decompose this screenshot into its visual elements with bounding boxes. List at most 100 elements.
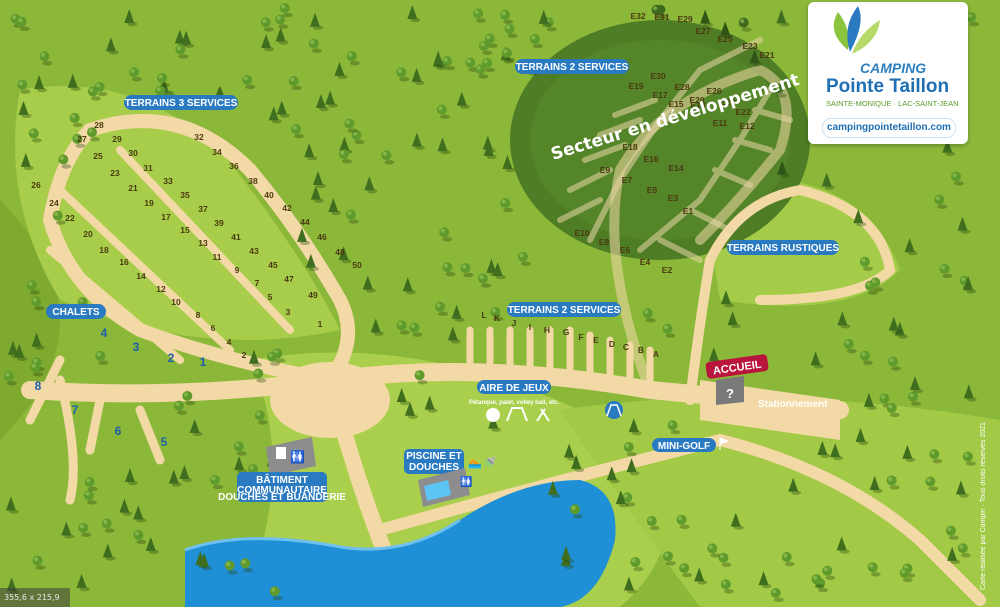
chalet-6[interactable]: 6 xyxy=(115,424,122,438)
campsite-e10[interactable]: E10 xyxy=(574,228,589,238)
campsite-e4[interactable]: E4 xyxy=(640,257,651,267)
campsite-j[interactable]: J xyxy=(512,318,517,328)
campsite-45[interactable]: 45 xyxy=(268,260,278,270)
campsite-49[interactable]: 49 xyxy=(308,290,318,300)
campsite-8[interactable]: 8 xyxy=(196,310,201,320)
zone-terrains-2-services-mid[interactable]: TERRAINS 2 SERVICES xyxy=(507,302,621,317)
campsite-e5[interactable]: E5 xyxy=(647,185,658,195)
campsite-e23[interactable]: E23 xyxy=(742,41,757,51)
campsite-9[interactable]: 9 xyxy=(235,265,240,275)
playground-marker[interactable] xyxy=(605,401,623,419)
campsite-e[interactable]: E xyxy=(593,335,599,345)
campsite-33[interactable]: 33 xyxy=(163,176,173,186)
campsite-46[interactable]: 46 xyxy=(317,232,327,242)
aire-de-jeux[interactable]: AIRE DE JEUX Pétanque, palet, volley bal… xyxy=(469,380,560,422)
campsite-30[interactable]: 30 xyxy=(128,148,138,158)
campsite-e7[interactable]: E7 xyxy=(622,175,633,185)
campsite-e2[interactable]: E2 xyxy=(662,265,673,275)
campsite-e21[interactable]: E21 xyxy=(759,50,774,60)
campsite-40[interactable]: 40 xyxy=(264,190,274,200)
campsite-e29[interactable]: E29 xyxy=(677,14,692,24)
campsite-e20[interactable]: E20 xyxy=(689,95,704,105)
chalet-2[interactable]: 2 xyxy=(168,351,175,365)
campsite-e8[interactable]: E8 xyxy=(599,237,610,247)
campsite-a[interactable]: A xyxy=(653,349,659,359)
campsite-k[interactable]: K xyxy=(494,313,501,323)
campsite-42[interactable]: 42 xyxy=(282,203,292,213)
campsite-19[interactable]: 19 xyxy=(144,198,154,208)
zone-terrains-rustiques[interactable]: TERRAINS RUSTIQUES xyxy=(727,240,840,255)
chalet-7[interactable]: 7 xyxy=(72,403,79,417)
campsite-e12[interactable]: E12 xyxy=(739,121,754,131)
campsite-e32[interactable]: E32 xyxy=(630,11,645,21)
campsite-29[interactable]: 29 xyxy=(112,134,122,144)
chalet-8[interactable]: 8 xyxy=(35,379,42,393)
campsite-e22[interactable]: E22 xyxy=(735,107,750,117)
campsite-e26[interactable]: E26 xyxy=(706,86,721,96)
zone-terrains-3-services[interactable]: TERRAINS 3 SERVICES xyxy=(124,95,238,110)
campsite-e19[interactable]: E19 xyxy=(628,81,643,91)
campsite-e3[interactable]: E3 xyxy=(668,193,679,203)
campsite-e15[interactable]: E15 xyxy=(668,99,683,109)
campsite-37[interactable]: 37 xyxy=(198,204,208,214)
campsite-e31[interactable]: E31 xyxy=(654,12,669,22)
campsite-e30[interactable]: E30 xyxy=(650,71,665,81)
campsite-44[interactable]: 44 xyxy=(300,217,310,227)
logo-card[interactable]: CAMPING Pointe Taillon SAINTE-MONIQUE · … xyxy=(808,2,968,144)
website-link[interactable]: campingpointetaillon.com xyxy=(822,118,956,138)
campsite-38[interactable]: 38 xyxy=(248,176,258,186)
campsite-i[interactable]: I xyxy=(529,322,531,332)
campsite-d[interactable]: D xyxy=(609,339,615,349)
campsite-22[interactable]: 22 xyxy=(65,213,75,223)
campsite-41[interactable]: 41 xyxy=(231,232,241,242)
campsite-7[interactable]: 7 xyxy=(255,278,260,288)
campsite-20[interactable]: 20 xyxy=(83,229,93,239)
chalet-3[interactable]: 3 xyxy=(133,340,140,354)
campsite-l[interactable]: L xyxy=(481,310,486,320)
campsite-12[interactable]: 12 xyxy=(156,284,166,294)
campsite-11[interactable]: 11 xyxy=(213,252,222,262)
campsite-21[interactable]: 21 xyxy=(128,183,138,193)
campsite-b[interactable]: B xyxy=(638,345,644,355)
campsite-39[interactable]: 39 xyxy=(214,218,224,228)
mini-golf[interactable]: MINI-GOLF xyxy=(652,437,730,452)
campsite-10[interactable]: 10 xyxy=(171,297,181,307)
campsite-e1[interactable]: E1 xyxy=(683,206,694,216)
chalet-1[interactable]: 1 xyxy=(200,355,207,369)
campsite-e28[interactable]: E28 xyxy=(674,82,689,92)
campsite-e13[interactable]: E13 xyxy=(690,100,705,110)
campsite-e18[interactable]: E18 xyxy=(622,142,637,152)
campsite-31[interactable]: 31 xyxy=(143,163,153,173)
campsite-13[interactable]: 13 xyxy=(198,238,208,248)
campsite-24[interactable]: 24 xyxy=(49,198,59,208)
campsite-27[interactable]: 27 xyxy=(77,134,87,144)
campsite-3[interactable]: 3 xyxy=(286,307,291,317)
zone-chalets[interactable]: CHALETS xyxy=(46,304,106,319)
campsite-18[interactable]: 18 xyxy=(99,245,109,255)
campsite-17[interactable]: 17 xyxy=(161,212,171,222)
campsite-e27[interactable]: E27 xyxy=(695,26,710,36)
campsite-f[interactable]: F xyxy=(578,332,583,342)
campsite-h[interactable]: H xyxy=(544,325,550,335)
campsite-43[interactable]: 43 xyxy=(249,246,259,256)
piscine-et-douches[interactable]: PISCINE ET DOUCHES 🚻 🏊 🚿 xyxy=(404,449,497,507)
campsite-50[interactable]: 50 xyxy=(352,260,362,270)
accueil[interactable]: ACCUEIL ? xyxy=(705,354,769,405)
batiment-communautaire[interactable]: 🚻 BÂTIMENT COMMUNAUTAIRE DOUCHES ET BUAN… xyxy=(218,437,346,503)
campsite-35[interactable]: 35 xyxy=(180,190,190,200)
zone-terrains-2-services-top[interactable]: TERRAINS 2 SERVICES xyxy=(515,59,629,74)
campsite-28[interactable]: 28 xyxy=(94,120,104,130)
campsite-15[interactable]: 15 xyxy=(180,225,190,235)
campsite-4[interactable]: 4 xyxy=(227,337,232,347)
campsite-e24[interactable]: E24 xyxy=(720,97,735,107)
campsite-48[interactable]: 48 xyxy=(335,247,345,257)
campsite-6[interactable]: 6 xyxy=(211,323,216,333)
chalet-5[interactable]: 5 xyxy=(161,435,168,449)
campsite-e16[interactable]: E16 xyxy=(643,154,658,164)
campsite-5[interactable]: 5 xyxy=(268,292,273,302)
campsite-e14[interactable]: E14 xyxy=(668,163,683,173)
campsite-25[interactable]: 25 xyxy=(93,151,103,161)
chalet-4[interactable]: 4 xyxy=(101,326,108,340)
campsite-2[interactable]: 2 xyxy=(242,350,247,360)
campsite-34[interactable]: 34 xyxy=(212,147,222,157)
